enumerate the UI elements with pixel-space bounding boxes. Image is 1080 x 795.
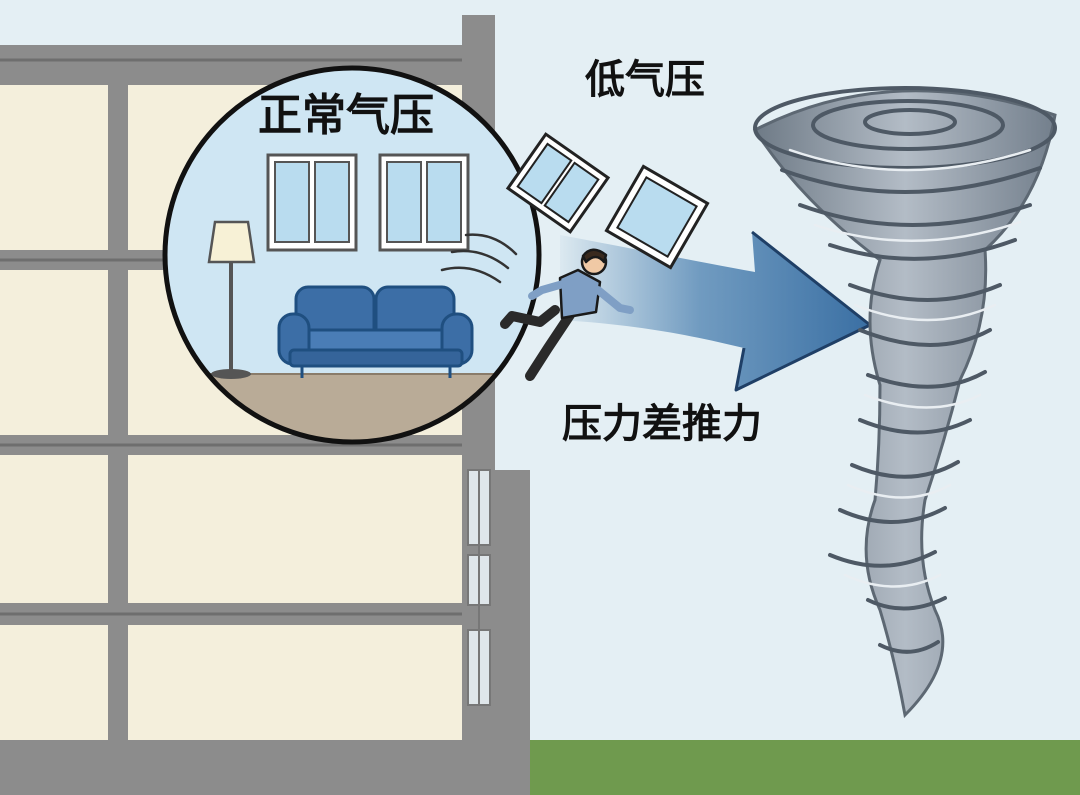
lamp-icon: [207, 220, 256, 379]
low-pressure-label: 低气压: [585, 57, 705, 103]
arrow-icon: [560, 232, 870, 390]
pressure-force-label: 压力差推力: [562, 401, 762, 447]
window-icon: [378, 153, 470, 252]
motion-lines: [440, 233, 518, 284]
window-icon: [604, 164, 710, 270]
magnified-room-bubble: [162, 65, 542, 445]
window-icon: [266, 153, 358, 252]
person-icon: [500, 248, 634, 381]
arrow-outline: [734, 230, 872, 392]
grass-ground: [490, 740, 1080, 795]
normal-pressure-label: 正常气压: [258, 90, 434, 141]
building-foundation: [0, 755, 530, 795]
tornado-icon: [752, 86, 1057, 719]
window-icon: [505, 132, 611, 234]
sofa-icon: [277, 285, 474, 378]
